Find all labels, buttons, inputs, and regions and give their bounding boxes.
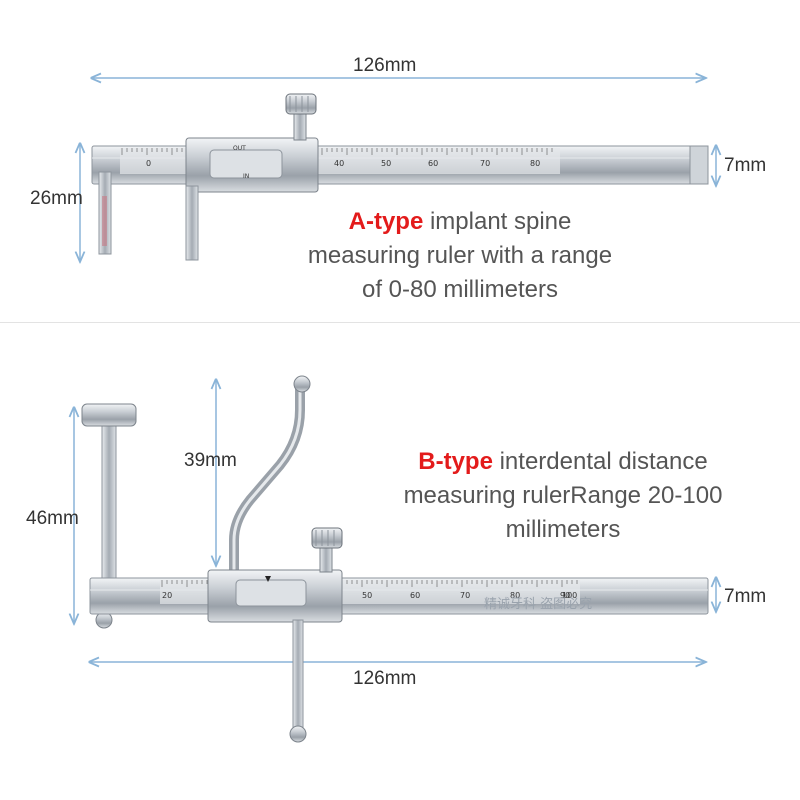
a-slider-window: [209, 149, 283, 179]
b-scale-tick-label: 50: [362, 591, 372, 600]
b-arm-label: 39mm: [184, 450, 237, 471]
b-scale-tick-label: 100: [562, 591, 577, 600]
b-scale-tick-label: 60: [410, 591, 420, 600]
b-caption-line3: millimeters: [505, 516, 621, 543]
b-scale-tick-label: 70: [460, 591, 470, 600]
b-type-caption: B-type interdental distance measuring ru…: [378, 445, 748, 547]
a-height-label: 26mm: [30, 188, 83, 209]
section-divider: [0, 322, 800, 323]
b-scale-tick-label: 90: [560, 591, 570, 600]
b-slider-window: [235, 579, 307, 607]
b-t-head: [81, 403, 137, 427]
a-caption-line1-rest: implant spine: [423, 208, 572, 235]
b-type-highlight: B-type: [418, 448, 493, 475]
a-caption-line3: of 0-80 millimeters: [361, 276, 559, 303]
a-scale-tick-label: 50: [381, 159, 391, 168]
b-ball-tip-top: [293, 375, 311, 393]
a-length-label: 126mm: [353, 55, 417, 76]
a-scale-tick-label: 0: [146, 159, 151, 168]
b-scale-tick-label: 80: [510, 591, 520, 600]
b-thumb-screw-stem: [319, 545, 333, 573]
b-length-label: 126mm: [353, 668, 417, 689]
a-type-caption: A-type implant spine measuring ruler wit…: [270, 205, 650, 307]
b-caption-line1: B-type interdental distance: [378, 445, 748, 479]
a-slider-jaw: [185, 185, 199, 261]
b-caption-line2: measuring rulerRange 20-100: [403, 482, 723, 509]
a-thickness-label: 7mm: [724, 155, 767, 176]
a-slider-out-label: OUT: [233, 145, 246, 152]
b-t-post: [101, 419, 117, 581]
b-watermark: 精诚牙科 盗图必究: [484, 596, 592, 612]
a-caption-line1: A-type implant spine: [270, 205, 650, 239]
a-type-ruler: 0204050607080 OUT IN: [80, 78, 716, 262]
a-scale-tick-label: 60: [428, 159, 438, 168]
b-lower-probe: [292, 619, 304, 731]
a-caption-line2: measuring ruler with a range: [307, 242, 613, 269]
b-height-label: 46mm: [26, 508, 79, 529]
b-thickness-label: 7mm: [724, 586, 767, 607]
a-slider-in-label: IN: [243, 173, 249, 180]
a-scale-tick-label: 40: [334, 159, 344, 168]
b-ball-tip-bottom: [289, 725, 307, 743]
b-caption-line1-rest: interdental distance: [492, 448, 708, 475]
a-scale-tick-label: 70: [480, 159, 490, 168]
a-scale-tick-label: 80: [530, 159, 540, 168]
a-thumb-screw-stem: [293, 111, 307, 141]
a-type-highlight: A-type: [348, 208, 424, 235]
b-scale-tick-label: 20: [162, 591, 172, 600]
b-type-ruler: 20405060708090100 精诚牙科 盗图必究: [74, 375, 716, 743]
